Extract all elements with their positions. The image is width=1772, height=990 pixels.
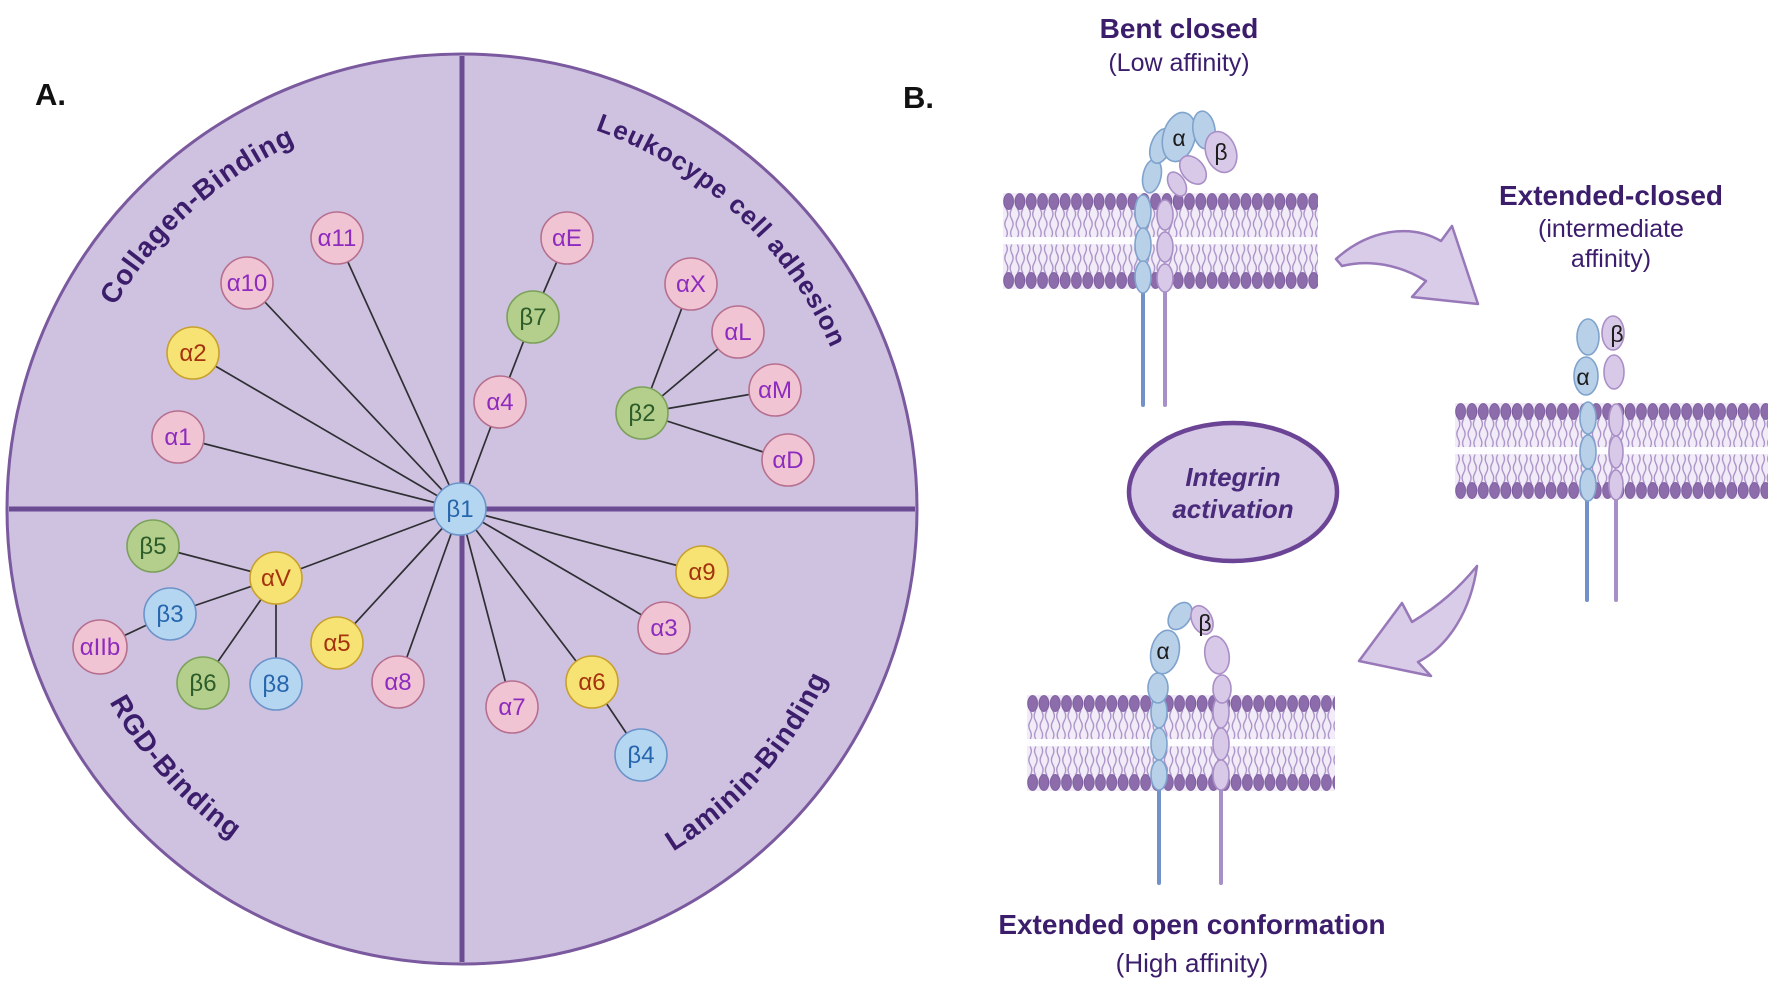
edge-b1-a8 bbox=[397, 508, 461, 683]
edge-b1-aV bbox=[275, 508, 461, 579]
subunit-node-a5 bbox=[310, 616, 364, 670]
subunit-node-label-b2: β2 bbox=[628, 400, 655, 427]
edge-b1-a2 bbox=[192, 352, 461, 510]
subunit-node-label-aV: αV bbox=[261, 565, 291, 592]
edge-b1-a10 bbox=[246, 282, 461, 510]
edge-b1-a3 bbox=[459, 508, 665, 629]
subunit-node-b6 bbox=[176, 656, 230, 710]
integrin-bent-closed: α β bbox=[1134, 110, 1238, 407]
beta-subunit-label-bent: β bbox=[1214, 139, 1227, 165]
subunit-node-a6 bbox=[565, 655, 619, 709]
edge-b1-a11 bbox=[336, 237, 461, 510]
subunit-node-label-a5: α5 bbox=[323, 630, 350, 657]
panel-b: B. Bent closed (Low affinity) Extended-c… bbox=[903, 13, 1768, 978]
subunit-node-label-aE: αE bbox=[552, 225, 582, 252]
subunit-node-label-a9: α9 bbox=[688, 559, 715, 586]
subunit-node-b7 bbox=[506, 290, 560, 344]
extended-closed-title: Extended-closed bbox=[1499, 180, 1723, 211]
alpha-subunit-label-extended-open: α bbox=[1156, 638, 1169, 664]
extended-open-subtitle: (High affinity) bbox=[1116, 948, 1269, 978]
subunit-node-a1 bbox=[151, 410, 205, 464]
subunit-node-b3 bbox=[143, 587, 197, 641]
edge-b1-a1 bbox=[177, 436, 461, 510]
subunit-node-a8 bbox=[371, 655, 425, 709]
panel-b-label: B. bbox=[903, 80, 934, 115]
edge-b1-a7 bbox=[459, 508, 513, 708]
edge-b1-a5 bbox=[336, 508, 461, 644]
subunit-node-aE bbox=[540, 211, 594, 265]
panel-a-label: A. bbox=[35, 77, 66, 112]
extended-open-title: Extended open conformation bbox=[998, 909, 1385, 940]
arrow-bent-to-extended-icon bbox=[1334, 224, 1480, 306]
integrin-activation-line2: activation bbox=[1172, 494, 1293, 524]
integrin-extended-closed: α β bbox=[1573, 315, 1625, 602]
subunit-node-b8 bbox=[249, 657, 303, 711]
bent-closed-title: Bent closed bbox=[1100, 13, 1259, 44]
subunit-node-label-b1: β1 bbox=[446, 496, 473, 523]
subunit-node-aIIb bbox=[72, 619, 128, 675]
arrow-extended-to-open-icon bbox=[1357, 564, 1479, 678]
bent-closed-subtitle: (Low affinity) bbox=[1108, 49, 1249, 77]
integrin-activation-ellipse bbox=[1126, 420, 1340, 564]
subunit-node-label-aL: αL bbox=[724, 319, 751, 346]
edge-b1-a9 bbox=[459, 508, 703, 573]
subunit-node-label-b6: β6 bbox=[189, 670, 216, 697]
subunit-node-b1 bbox=[433, 482, 487, 536]
subunit-node-label-a2: α2 bbox=[179, 340, 206, 367]
subunit-node-a9 bbox=[675, 545, 729, 599]
subunit-node-a2 bbox=[166, 326, 220, 380]
subunit-node-aM bbox=[748, 363, 802, 417]
subunit-node-label-a4: α4 bbox=[486, 389, 513, 416]
subunit-node-a11 bbox=[310, 211, 364, 265]
extended-closed-subtitle-1: (intermediate bbox=[1538, 215, 1684, 243]
beta-subunit-label-extended-closed: β bbox=[1610, 321, 1623, 347]
subunit-node-a3 bbox=[637, 601, 691, 655]
subunit-node-label-b7: β7 bbox=[519, 304, 546, 331]
subunit-node-label-a1: α1 bbox=[164, 424, 191, 451]
subunit-node-label-b4: β4 bbox=[627, 742, 654, 769]
subunit-node-aD bbox=[761, 433, 815, 487]
subunit-node-label-a10: α10 bbox=[227, 270, 268, 297]
panel-a: Collagen-Binding Leukocype cell adhesion… bbox=[5, 52, 919, 966]
subunit-node-b4 bbox=[614, 728, 668, 782]
beta-subunit-label-extended-open: β bbox=[1198, 610, 1211, 636]
subunit-node-b2 bbox=[615, 386, 669, 440]
subunit-node-label-a11: α11 bbox=[318, 225, 357, 252]
subunit-node-aV bbox=[249, 551, 303, 605]
subunit-node-label-a6: α6 bbox=[578, 669, 605, 696]
alpha-subunit-label-bent: α bbox=[1172, 125, 1185, 151]
subunit-node-a4 bbox=[473, 375, 527, 429]
subunit-node-label-aM: αM bbox=[758, 377, 792, 404]
extended-closed-subtitle-2: affinity) bbox=[1571, 245, 1651, 273]
subunit-node-label-a3: α3 bbox=[650, 615, 677, 642]
subunit-node-label-b3: β3 bbox=[156, 601, 183, 628]
integrin-activation-line1: Integrin bbox=[1185, 462, 1280, 492]
integrin-extended-open: α β bbox=[1147, 601, 1232, 885]
lipid-bilayer-extended-open bbox=[1027, 695, 1335, 791]
subunit-node-label-b5: β5 bbox=[139, 533, 166, 560]
subunit-node-b5 bbox=[126, 519, 180, 573]
subunit-node-label-aIIb: αIIb bbox=[80, 634, 121, 661]
subunit-node-aX bbox=[664, 257, 718, 311]
subunit-node-aL bbox=[711, 305, 765, 359]
subunit-node-label-aX: αX bbox=[676, 271, 706, 298]
subunit-node-label-b8: β8 bbox=[262, 671, 289, 698]
alpha-subunit-label-extended-closed: α bbox=[1576, 364, 1589, 390]
subunit-node-label-a7: α7 bbox=[498, 694, 525, 721]
subunit-node-a7 bbox=[485, 680, 539, 734]
edge-b1-a6 bbox=[459, 508, 593, 683]
subunit-node-label-aD: αD bbox=[772, 447, 803, 474]
subunit-network: α11 α10 α2 α1 αE β7 α4 αX αL β2 αM αD β1 β5 αV β3 αIIb β6… bbox=[72, 211, 815, 782]
subunit-node-label-a8: α8 bbox=[384, 669, 411, 696]
subunit-node-a10 bbox=[220, 256, 274, 310]
